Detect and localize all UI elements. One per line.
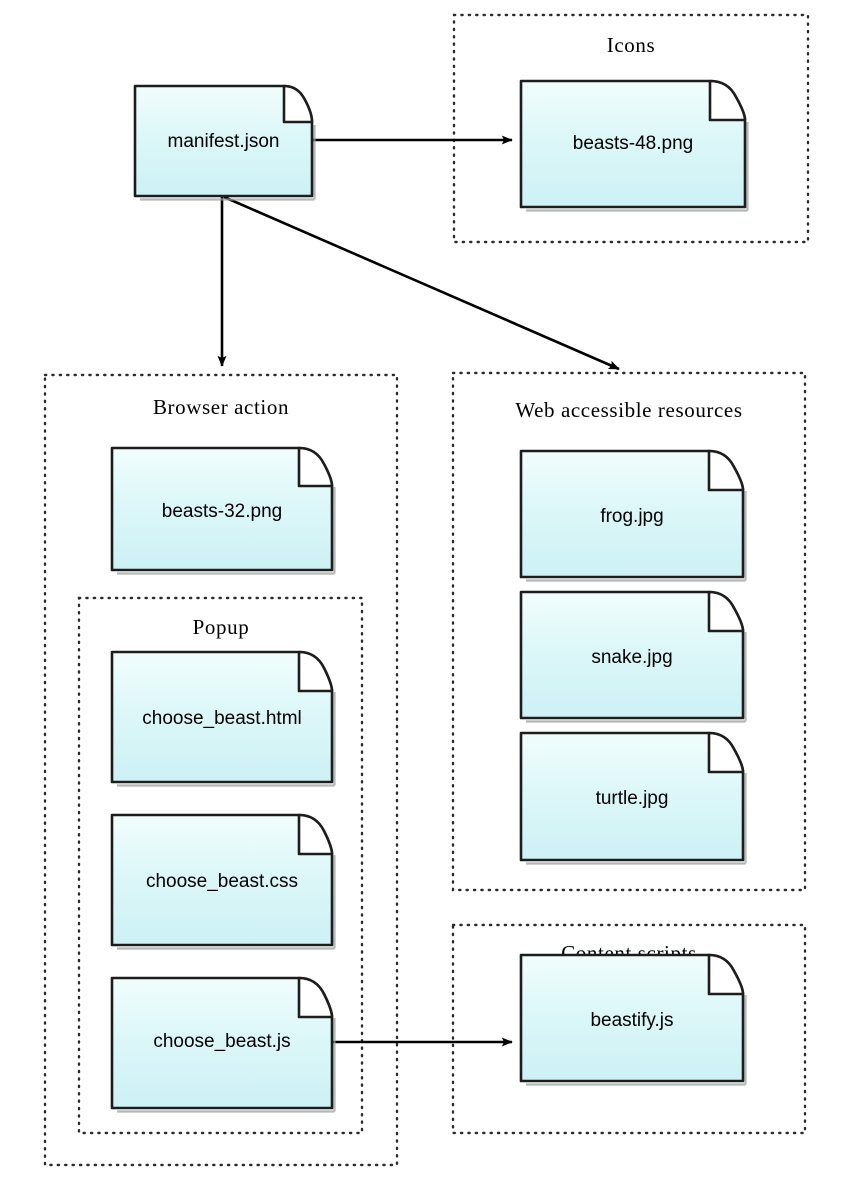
file-node-choose-beast-js[interactable]: choose_beast.js — [110, 976, 336, 1113]
group-popup: Popup — [77, 596, 364, 1135]
group-box-popup — [77, 596, 364, 1135]
group-icons: Icons — [452, 13, 810, 244]
file-node-choose-beast-css[interactable]: choose_beast.css — [110, 813, 336, 950]
file-label-snake-jpg: snake.jpg — [591, 647, 672, 668]
group-label-popup: Popup — [193, 615, 250, 639]
file-node-beastify-js[interactable]: beastify.js — [519, 953, 747, 1086]
arrow-manifest-to-web-accessible-resources — [223, 195, 620, 371]
group-label-icons: Icons — [607, 33, 656, 57]
file-node-manifest-json[interactable]: manifest.json — [133, 84, 316, 201]
file-node-beasts-48-png[interactable]: beasts-48.png — [519, 79, 749, 212]
file-label-beasts-32-png: beasts-32.png — [162, 501, 282, 522]
file-label-frog-jpg: frog.jpg — [600, 506, 663, 527]
file-label-beasts-48-png: beasts-48.png — [573, 133, 693, 154]
file-node-frog-jpg[interactable]: frog.jpg — [519, 449, 747, 582]
group-label-browser-action: Browser action — [153, 395, 289, 419]
file-node-turtle-jpg[interactable]: turtle.jpg — [519, 731, 747, 865]
file-node-beasts-32-png[interactable]: beasts-32.png — [110, 446, 336, 575]
file-label-choose-beast-html: choose_beast.html — [142, 708, 302, 729]
file-label-beastify-js: beastify.js — [590, 1010, 673, 1031]
group-web-accessible-resources: Web accessible resources — [451, 371, 807, 892]
group-box-icons — [452, 13, 810, 244]
file-node-choose-beast-html[interactable]: choose_beast.html — [110, 650, 336, 787]
group-box-web-accessible-resources — [451, 371, 807, 892]
group-browser-action: Browser action — [43, 373, 399, 1167]
file-label-choose-beast-css: choose_beast.css — [146, 871, 298, 892]
file-label-manifest-json: manifest.json — [168, 131, 280, 152]
file-label-choose-beast-js: choose_beast.js — [153, 1031, 290, 1052]
group-box-browser-action — [43, 373, 399, 1167]
group-label-web-accessible-resources: Web accessible resources — [515, 398, 742, 422]
file-label-turtle-jpg: turtle.jpg — [596, 788, 669, 809]
group-box-content-scripts — [451, 923, 807, 1135]
file-node-snake-jpg[interactable]: snake.jpg — [519, 590, 747, 723]
